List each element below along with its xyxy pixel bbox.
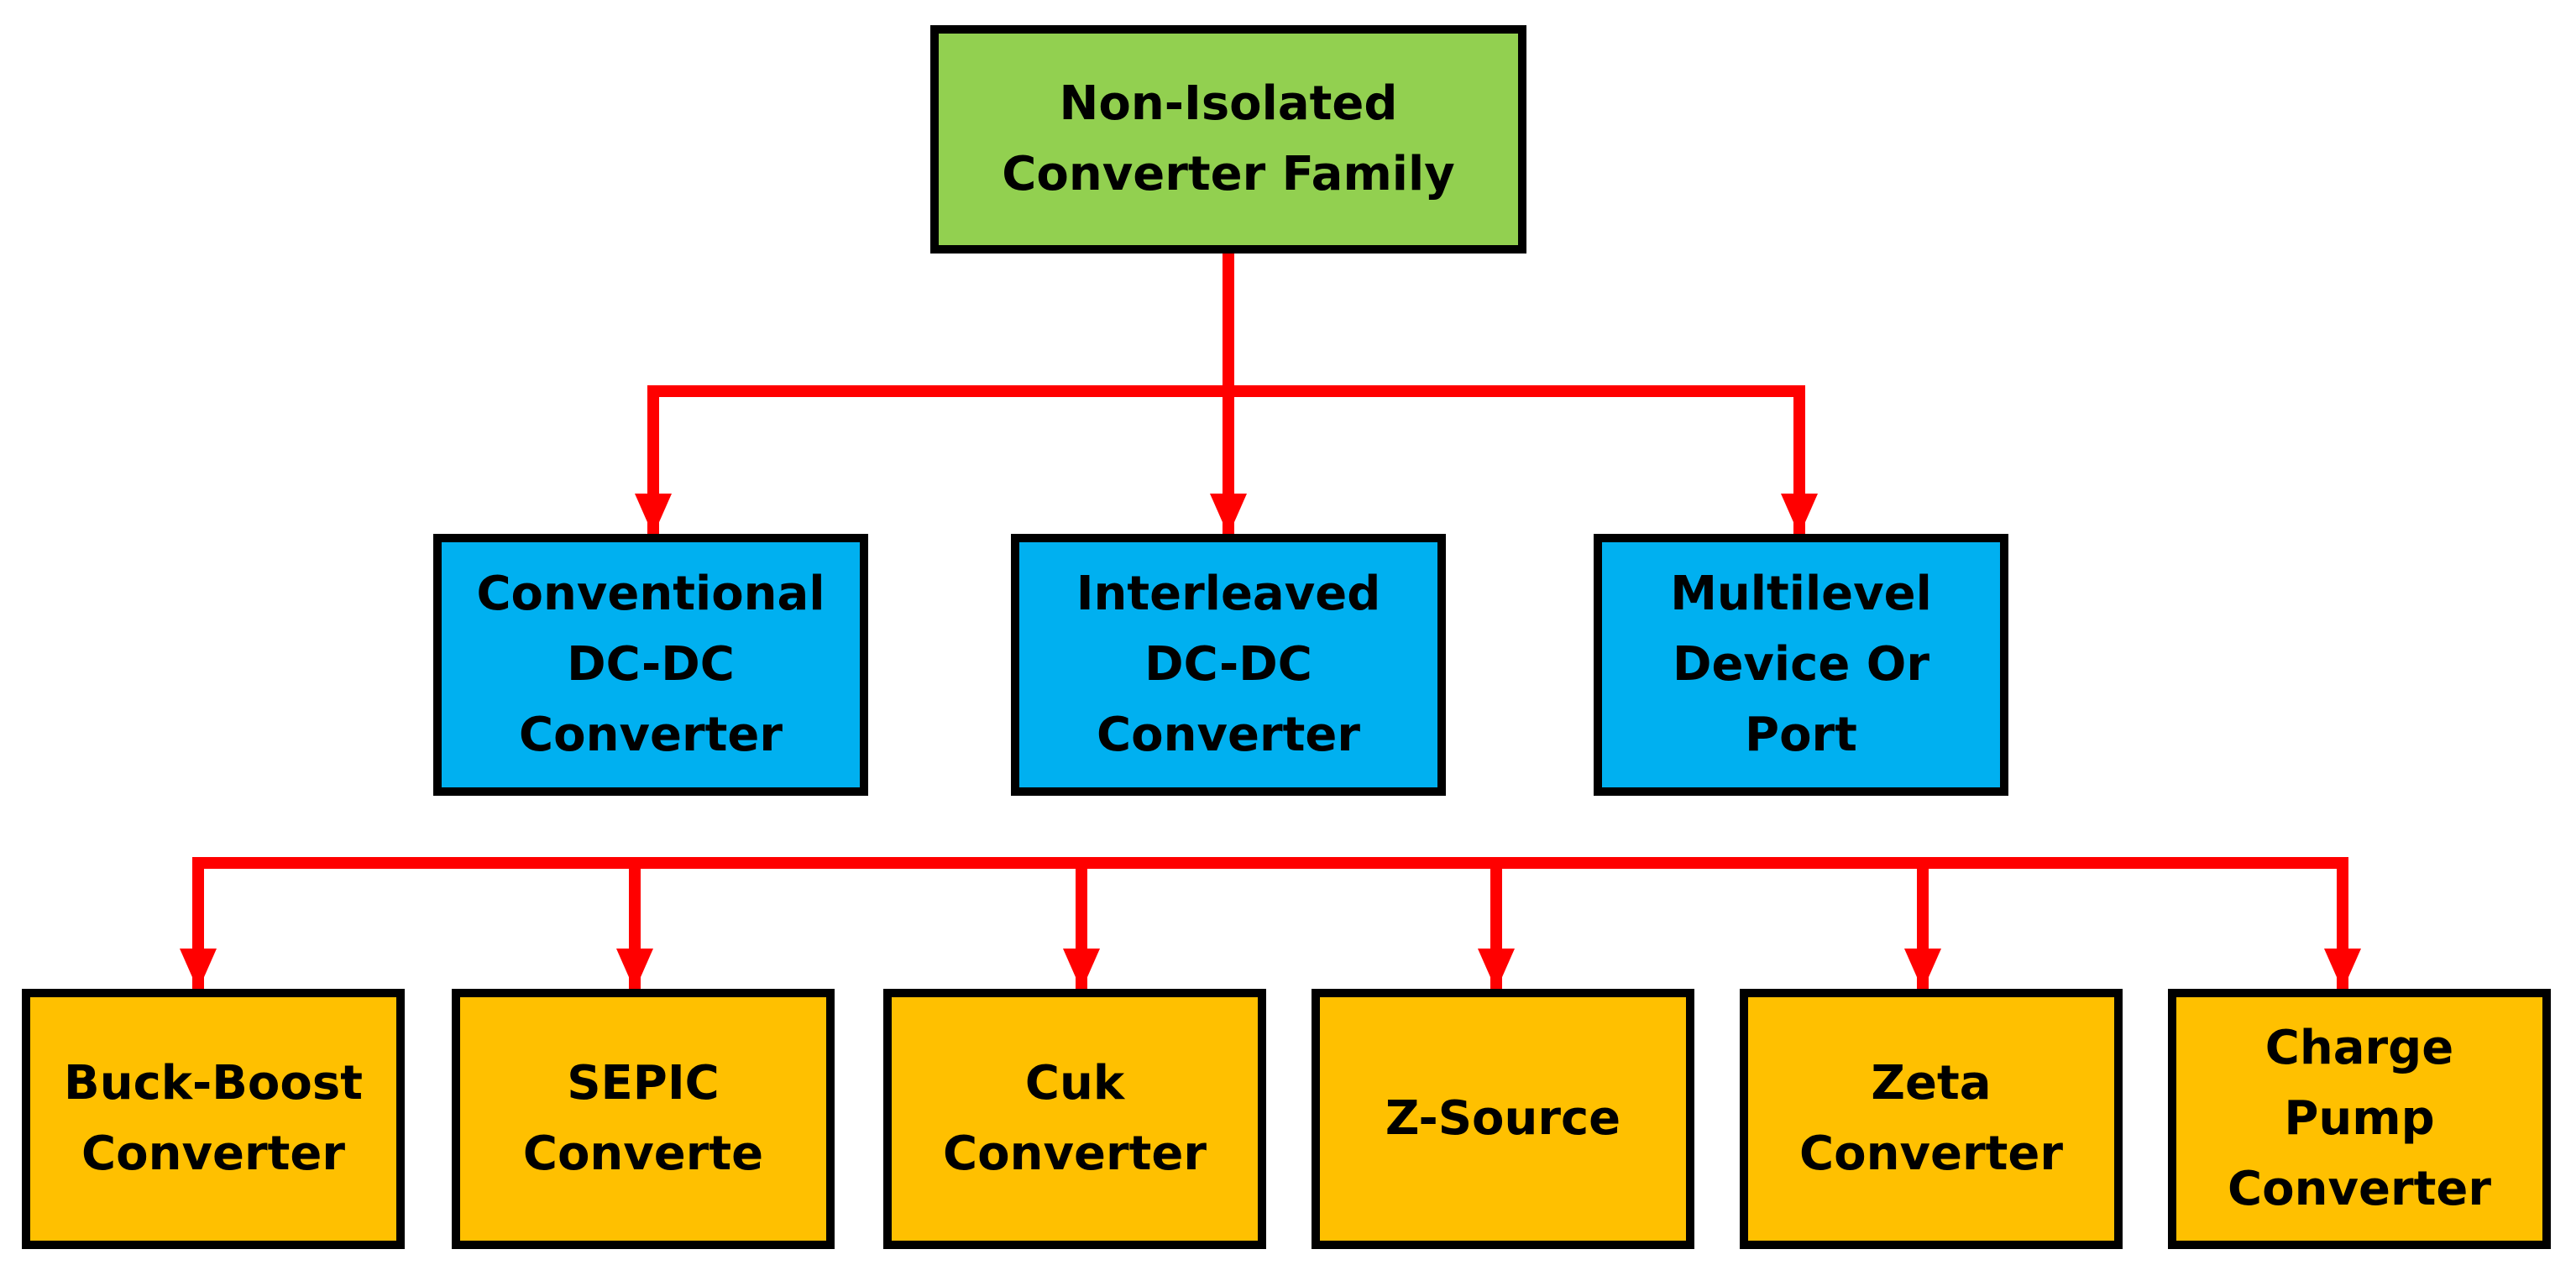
category-node-label: Conventional DC-DC Converter	[476, 567, 825, 762]
topology-node-charge-pump: Charge Pump Converter	[2168, 989, 2551, 1249]
topology-node-label: Zeta Converter	[1799, 1056, 2063, 1181]
topology-node-label: Charge Pump Converter	[2228, 1021, 2491, 1216]
category-node-interleaved: Interleaved DC-DC Converter	[1011, 534, 1446, 796]
root-node-label: Non-Isolated Converter Family	[1002, 76, 1455, 201]
topology-node-label: Cuk Converter	[943, 1056, 1207, 1181]
category-node-conventional: Conventional DC-DC Converter	[433, 534, 868, 796]
topology-node-sepic: SEPIC Converte	[452, 989, 835, 1249]
topology-node-buck-boost: Buck-Boost Converter	[22, 989, 405, 1249]
category-node-label: Interleaved DC-DC Converter	[1076, 567, 1381, 762]
root-node: Non-Isolated Converter Family	[930, 25, 1526, 254]
category-node-multilevel: Multilevel Device Or Port	[1594, 534, 2008, 796]
topology-node-zeta: Zeta Converter	[1740, 989, 2123, 1249]
topology-node-label: Z-Source	[1385, 1091, 1621, 1146]
category-node-label: Multilevel Device Or Port	[1670, 567, 1932, 762]
topology-node-label: SEPIC Converte	[522, 1056, 764, 1181]
topology-node-z-source: Z-Source	[1312, 989, 1694, 1249]
topology-node-label: Buck-Boost Converter	[64, 1056, 363, 1181]
topology-node-cuk: Cuk Converter	[883, 989, 1266, 1249]
